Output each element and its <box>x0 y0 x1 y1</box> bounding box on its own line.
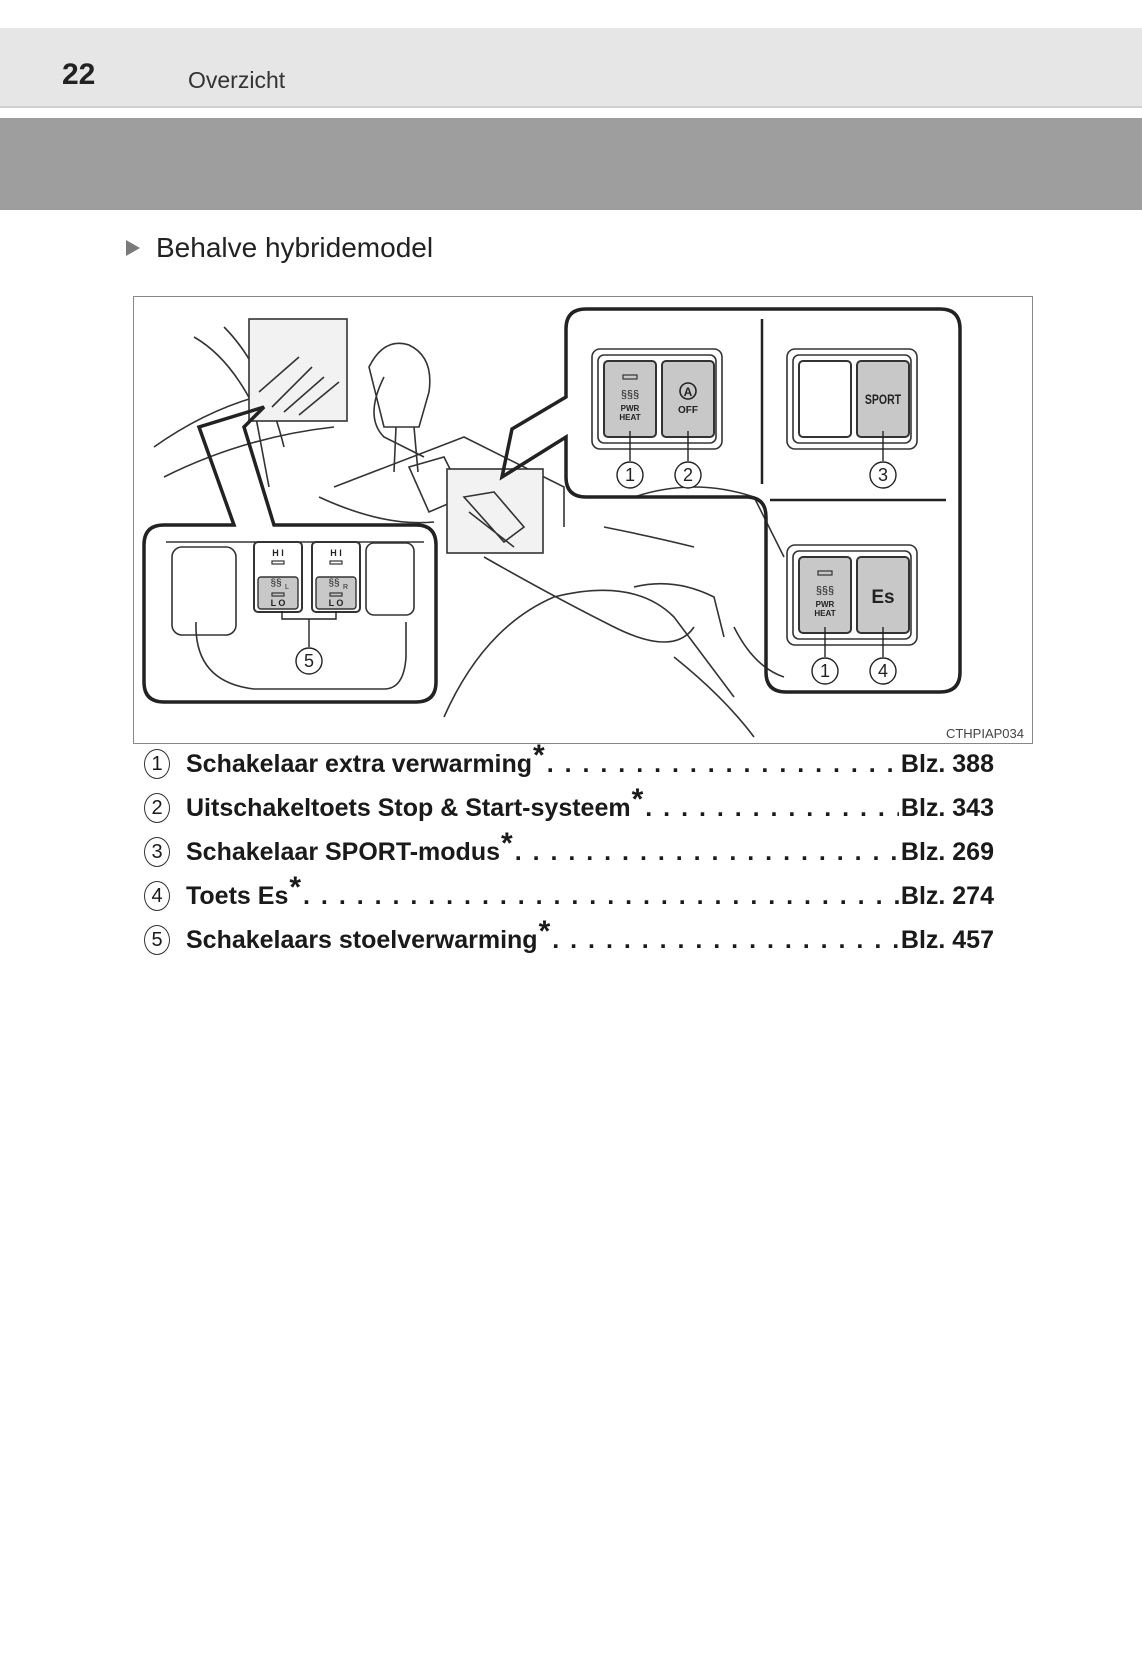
footnote-star: * <box>631 783 644 816</box>
legend-number: 2 <box>144 793 170 823</box>
seat-right-suffix: R <box>343 584 348 591</box>
off-label: OFF <box>678 405 698 416</box>
leader-dots <box>547 750 899 779</box>
legend-number: 1 <box>144 749 170 779</box>
legend-label: Toets Es <box>186 881 289 910</box>
leader-dots <box>552 926 899 955</box>
header-band <box>0 28 1142 108</box>
auto-letter: A <box>684 385 693 399</box>
page-reference: Blz. 274 <box>900 881 994 910</box>
es-label: Es <box>871 587 894 608</box>
seat-heater-icon: §§ <box>328 578 339 589</box>
hi-label-right: H I <box>330 548 342 558</box>
page-reference: Blz. 343 <box>900 793 994 822</box>
footnote-star: * <box>501 827 513 860</box>
heat-label-1: HEAT <box>619 413 640 422</box>
leader-dots <box>645 794 899 823</box>
page-number: 22 <box>62 58 96 91</box>
legend-item: 1 Schakelaar extra verwarming* Blz. 388 <box>144 739 994 786</box>
lo-label-left: L O <box>271 598 286 608</box>
legend-number: 5 <box>144 925 170 955</box>
hi-label-left: H I <box>272 548 284 558</box>
seat-left-suffix: L <box>285 584 289 591</box>
subheading: Behalve hybridemodel <box>126 232 433 264</box>
seat-heater-icon: §§ <box>270 578 281 589</box>
auto-stop-icon <box>679 382 697 400</box>
callout-1-bottom: 1 <box>820 661 830 681</box>
console-illustration: §§§ PWR HEAT A OFF SPORT §§§ PWR HEAT Es <box>133 296 1033 744</box>
legend-item: 4 Toets Es* Blz. 274 <box>144 871 994 918</box>
legend-number: 4 <box>144 881 170 911</box>
legend-item: 3 Schakelaar SPORT-modus* Blz. 269 <box>144 827 994 874</box>
page-reference: Blz. 269 <box>900 837 994 866</box>
section-title: Overzicht <box>188 67 286 93</box>
section-band <box>0 118 1142 210</box>
triangle-bullet-icon <box>126 240 140 256</box>
callout-2: 2 <box>683 465 693 485</box>
page-reference: Blz. 457 <box>900 925 994 954</box>
legend-number: 3 <box>144 837 170 867</box>
lo-label-right: L O <box>329 598 344 608</box>
legend-list: 1 Schakelaar extra verwarming* Blz. 388 … <box>144 739 994 962</box>
legend-label: Schakelaar extra verwarming <box>186 749 533 778</box>
leader-dots <box>515 838 899 867</box>
callout-3: 3 <box>878 465 888 485</box>
page-reference: Blz. 388 <box>900 749 994 778</box>
heat-icon: §§§ <box>816 585 834 597</box>
console-drawing: §§§ PWR HEAT A OFF SPORT §§§ PWR HEAT Es <box>142 307 962 738</box>
heat-icon: §§§ <box>621 389 639 401</box>
callout-5: 5 <box>304 651 314 671</box>
sport-label: SPORT <box>865 392 902 408</box>
footnote-star: * <box>533 739 545 772</box>
legend-item: 5 Schakelaars stoelverwarming* Blz. 457 <box>144 915 994 962</box>
leader-dots <box>303 882 899 911</box>
legend-item: 2 Uitschakeltoets Stop & Start-systeem* … <box>144 783 994 830</box>
pwr-label-1: PWR <box>621 404 640 413</box>
callout-4: 4 <box>878 661 888 681</box>
legend-label: Uitschakeltoets Stop & Start-systeem <box>186 793 631 822</box>
footnote-star: * <box>538 915 551 948</box>
subheading-text: Behalve hybridemodel <box>156 232 434 263</box>
figure-code: CTHPIAP034 <box>945 726 1024 741</box>
pwr-label-2: PWR <box>816 600 835 609</box>
legend-label: Schakelaar SPORT-modus <box>186 837 501 866</box>
heat-label-2: HEAT <box>814 609 835 618</box>
footnote-star: * <box>289 871 302 904</box>
callout-1: 1 <box>625 465 635 485</box>
legend-label: Schakelaars stoelverwarming <box>186 925 538 954</box>
